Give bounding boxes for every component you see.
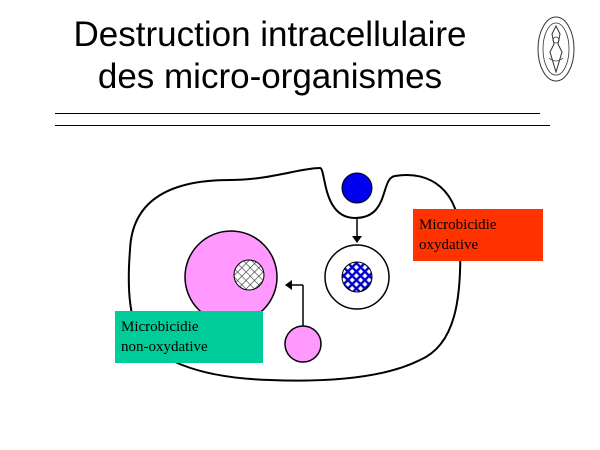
non-oxidative-microbicidal-label: Microbicidie non-oxydative [115,311,263,363]
oxidative-microbicidal-label: Microbicidie oxydative [413,209,543,261]
oxidative-label-line-2: oxydative [419,237,479,253]
title-rule-bottom [55,125,550,126]
degraded-microorganism [233,259,265,291]
ingested-microorganism [341,261,373,293]
oxidative-label-line-1: Microbicidie [419,217,497,233]
university-seal-icon [537,16,575,82]
ingestion-arrowhead [352,236,362,243]
non-oxidative-label-line-1: Microbicidie [121,319,199,335]
non-oxidative-label-line-2: non-oxydative [121,339,208,355]
slide-title-line-2: des micro-organismes [97,57,443,96]
slide-title: Destruction intracellulaire des micro-or… [30,14,510,98]
microorganism-extracellular [341,172,373,204]
lysosome-arrowhead [285,280,292,290]
slide-title-line-1: Destruction intracellulaire [73,15,467,54]
title-rule-top [55,113,540,114]
lysosome [284,325,322,363]
phagocyte-membrane [127,166,462,382]
